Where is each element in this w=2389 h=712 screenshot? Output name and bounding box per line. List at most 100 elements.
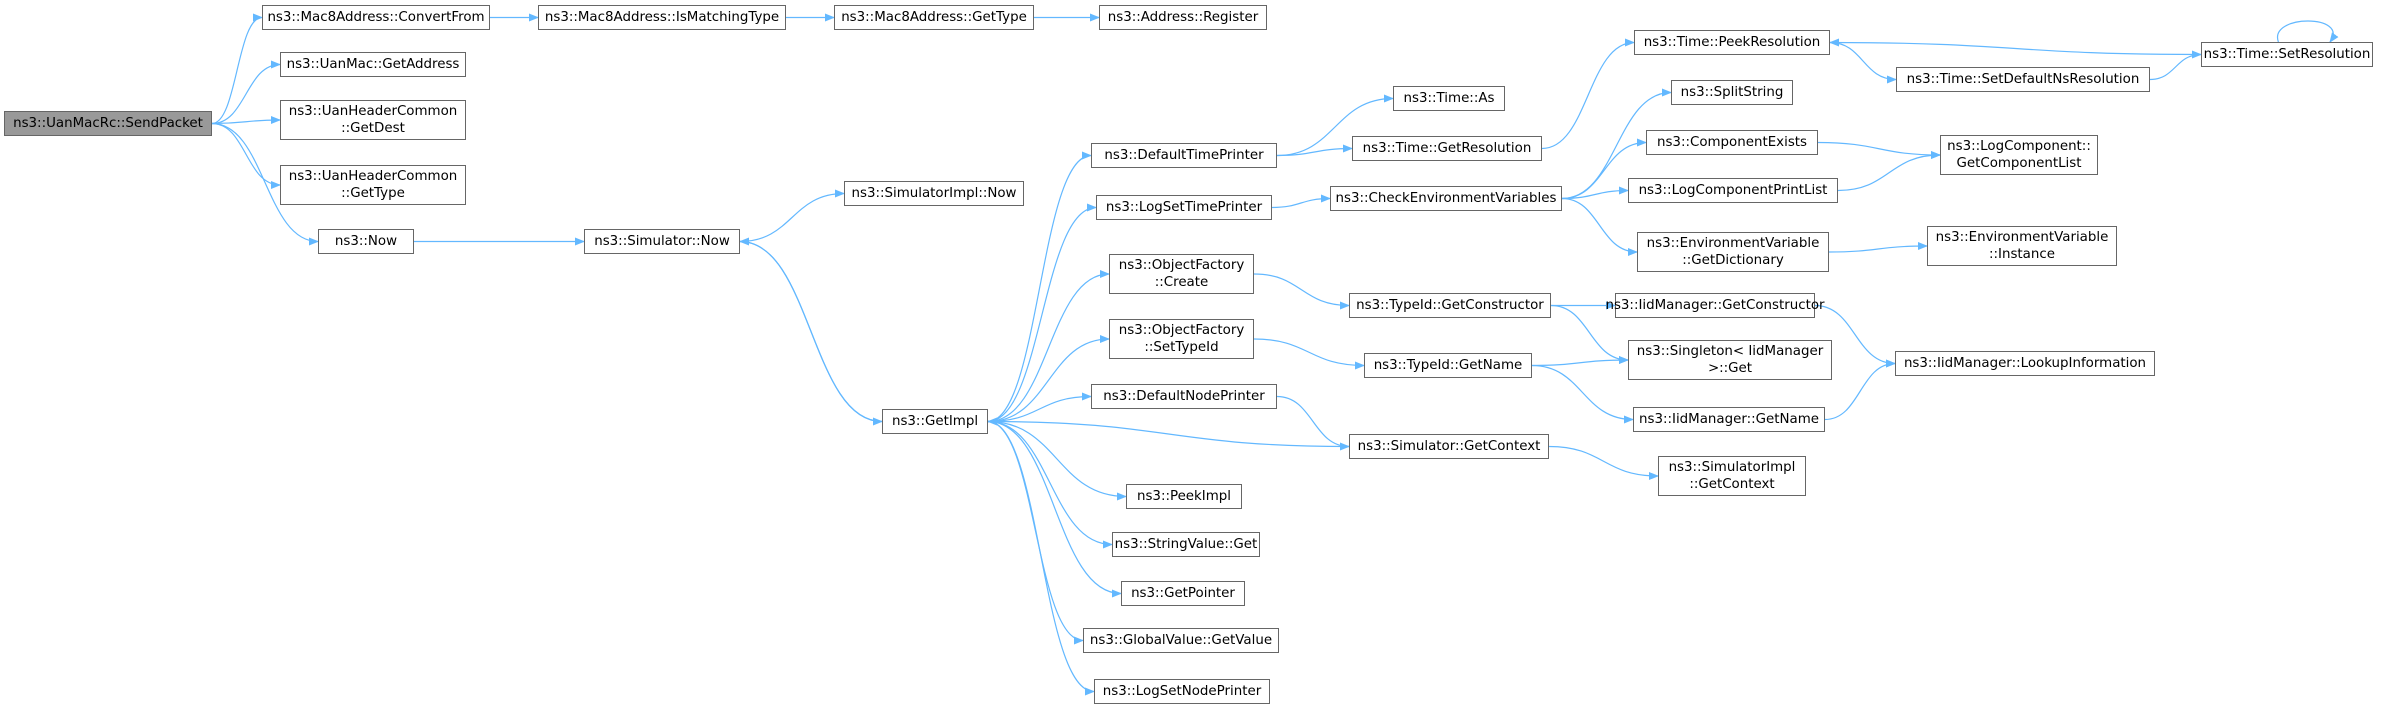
edge-type-id-get-constructor-to-singleton-get <box>1550 304 1629 364</box>
edge-env-var-get-dictionary-to-env-var-instance <box>1828 242 1928 253</box>
node-uan-hdr-get-dest[interactable]: ns3::UanHeaderCommon::GetDest <box>280 100 466 140</box>
edge-uan-mac-rc-send-packet-to-uan-hdr-get-dest <box>211 116 281 125</box>
node-label: ns3::UanHeaderCommon <box>288 104 458 119</box>
node-label: ns3::Time::GetResolution <box>1362 141 1532 156</box>
node-default-time-printer[interactable]: ns3::DefaultTimePrinter <box>1091 143 1277 168</box>
node-type-id-get-name[interactable]: ns3::TypeId::GetName <box>1364 353 1532 378</box>
node-iid-manager-lookup-information[interactable]: ns3::IidManager::LookupInformation <box>1895 351 2155 376</box>
edge-get-impl-to-peek-impl <box>987 420 1127 501</box>
node-uan-hdr-get-type[interactable]: ns3::UanHeaderCommon::GetType <box>280 165 466 205</box>
edge-check-environment-variables-to-log-component-print-list <box>1561 186 1629 200</box>
node-label: ns3::LogSetTimePrinter <box>1105 200 1263 215</box>
node-label: ns3::GetImpl <box>891 414 979 429</box>
node-label: ns3::Simulator::Now <box>594 234 730 249</box>
node-address-register[interactable]: ns3::Address::Register <box>1099 5 1267 30</box>
node-label: ::GetDest <box>341 121 405 136</box>
node-get-pointer[interactable]: ns3::GetPointer <box>1121 581 1245 606</box>
node-log-component-get-component-list[interactable]: ns3::LogComponent::GetComponentList <box>1940 135 2098 175</box>
node-split-string[interactable]: ns3::SplitString <box>1671 80 1793 105</box>
node-get-impl[interactable]: ns3::GetImpl <box>882 409 988 434</box>
node-label: ns3::GetPointer <box>1131 586 1235 601</box>
node-log-component-print-list[interactable]: ns3::LogComponentPrintList <box>1628 178 1838 203</box>
node-label: >::Get <box>1707 361 1753 376</box>
node-simulator-impl-get-context[interactable]: ns3::SimulatorImpl::GetContext <box>1658 456 1806 496</box>
node-env-var-get-dictionary[interactable]: ns3::EnvironmentVariable::GetDictionary <box>1637 232 1829 272</box>
node-mac8-get-type[interactable]: ns3::Mac8Address::GetType <box>834 5 1034 30</box>
node-log-set-time-printer[interactable]: ns3::LogSetTimePrinter <box>1096 195 1272 220</box>
edge-log-set-time-printer-to-check-environment-variables <box>1271 194 1331 209</box>
node-simulator-now[interactable]: ns3::Simulator::Now <box>584 229 740 254</box>
node-label: ns3::Mac8Address::GetType <box>841 10 1027 25</box>
node-label: ns3::ObjectFactory <box>1118 323 1245 338</box>
edge-get-impl-to-string-value-get <box>987 420 1113 549</box>
node-label: ns3::UanHeaderCommon <box>288 169 458 184</box>
node-simulator-impl-now[interactable]: ns3::SimulatorImpl::Now <box>844 181 1024 206</box>
node-label: ns3::IidManager::LookupInformation <box>1903 356 2147 371</box>
node-label: ns3::Time::As <box>1403 91 1495 106</box>
edge-simulator-get-context-to-simulator-impl-get-context <box>1548 445 1659 480</box>
node-label: ns3::EnvironmentVariable <box>1935 230 2109 245</box>
node-label: ns3::EnvironmentVariable <box>1646 236 1820 251</box>
edge-uan-mac-rc-send-packet-to-uan-mac-get-address <box>211 60 281 125</box>
node-object-factory-create[interactable]: ns3::ObjectFactory::Create <box>1109 254 1254 294</box>
edge-object-factory-set-type-id-to-type-id-get-name <box>1253 338 1365 370</box>
node-now[interactable]: ns3::Now <box>318 229 414 254</box>
node-label: ns3::Time::SetDefaultNsResolution <box>1906 72 2140 87</box>
edge-time-peek-resolution-to-time-set-default-ns-resolution <box>1829 41 1897 84</box>
node-object-factory-set-type-id[interactable]: ns3::ObjectFactory::SetTypeId <box>1109 319 1254 359</box>
node-time-get-resolution[interactable]: ns3::Time::GetResolution <box>1352 136 1542 161</box>
node-label: ns3::PeekImpl <box>1136 489 1232 504</box>
node-env-var-instance[interactable]: ns3::EnvironmentVariable::Instance <box>1927 226 2117 266</box>
node-peek-impl[interactable]: ns3::PeekImpl <box>1126 484 1242 509</box>
edge-component-exists-to-log-component-get-component-list <box>1817 141 1941 159</box>
edge-iid-manager-get-constructor-to-iid-manager-lookup-information <box>1814 304 1896 368</box>
node-time-peek-resolution[interactable]: ns3::Time::PeekResolution <box>1634 30 1830 55</box>
node-label: ns3::SimulatorImpl::Now <box>851 186 1017 201</box>
node-label: ::GetDictionary <box>1682 253 1784 268</box>
node-uan-mac-get-address[interactable]: ns3::UanMac::GetAddress <box>280 52 466 77</box>
node-iid-manager-get-name[interactable]: ns3::IidManager::GetName <box>1633 407 1825 432</box>
node-log-set-node-printer[interactable]: ns3::LogSetNodePrinter <box>1094 679 1270 704</box>
node-label: ns3::LogSetNodePrinter <box>1102 684 1262 699</box>
edge-time-set-resolution-to-time-peek-resolution <box>1829 38 2202 56</box>
node-global-value-get-value[interactable]: ns3::GlobalValue::GetValue <box>1083 628 1279 653</box>
node-mac8-convert-from[interactable]: ns3::Mac8Address::ConvertFrom <box>262 5 490 30</box>
edge-get-impl-to-default-node-printer <box>987 392 1092 423</box>
node-default-node-printer[interactable]: ns3::DefaultNodePrinter <box>1091 384 1277 409</box>
node-string-value-get[interactable]: ns3::StringValue::Get <box>1112 532 1260 557</box>
node-label: ::Instance <box>1989 247 2055 262</box>
node-label: ns3::Now <box>334 234 398 249</box>
node-singleton-get[interactable]: ns3::Singleton< IidManager>::Get <box>1628 340 1832 380</box>
node-label: ns3::StringValue::Get <box>1114 537 1258 552</box>
edge-time-set-resolution-to-time-set-resolution <box>2277 20 2339 43</box>
edge-check-environment-variables-to-component-exists <box>1561 138 1647 200</box>
node-iid-manager-get-constructor[interactable]: ns3::IidManager::GetConstructor <box>1605 293 1825 318</box>
node-label: ns3::LogComponentPrintList <box>1638 183 1828 198</box>
node-uan-mac-rc-send-packet[interactable]: ns3::UanMacRc::SendPacket <box>4 111 212 136</box>
node-component-exists[interactable]: ns3::ComponentExists <box>1646 130 1818 155</box>
edge-simulator-now-to-simulator-impl-now <box>739 189 845 243</box>
node-label: ns3::LogComponent:: <box>1947 139 2091 154</box>
edge-get-impl-to-log-set-node-printer <box>987 420 1095 696</box>
node-label: ns3::SimulatorImpl <box>1668 460 1796 475</box>
node-type-id-get-constructor[interactable]: ns3::TypeId::GetConstructor <box>1349 293 1551 318</box>
node-time-set-resolution[interactable]: ns3::Time::SetResolution <box>2201 42 2373 67</box>
node-label: ns3::Singleton< IidManager <box>1636 344 1824 359</box>
edge-object-factory-create-to-type-id-get-constructor <box>1253 273 1350 310</box>
edge-uan-mac-rc-send-packet-to-uan-hdr-get-type <box>211 122 281 189</box>
node-label: ::GetContext <box>1689 477 1775 492</box>
node-check-environment-variables[interactable]: ns3::CheckEnvironmentVariables <box>1330 186 1562 211</box>
node-time-as[interactable]: ns3::Time::As <box>1393 86 1505 111</box>
node-simulator-get-context[interactable]: ns3::Simulator::GetContext <box>1349 434 1549 459</box>
edge-get-impl-to-object-factory-create <box>987 270 1110 423</box>
edge-check-environment-variables-to-env-var-get-dictionary <box>1561 197 1638 256</box>
node-mac8-is-matching-type[interactable]: ns3::Mac8Address::IsMatchingType <box>538 5 786 30</box>
edge-log-component-print-list-to-log-component-get-component-list <box>1837 151 1941 192</box>
node-label: ns3::Address::Register <box>1107 10 1259 25</box>
edge-uan-mac-rc-send-packet-to-now <box>211 122 319 246</box>
edge-type-id-get-name-to-iid-manager-get-name <box>1531 364 1634 424</box>
node-time-set-default-ns-resolution[interactable]: ns3::Time::SetDefaultNsResolution <box>1896 67 2150 92</box>
node-label: ns3::UanMac::GetAddress <box>286 57 460 72</box>
node-label: ns3::IidManager::GetName <box>1638 412 1820 427</box>
